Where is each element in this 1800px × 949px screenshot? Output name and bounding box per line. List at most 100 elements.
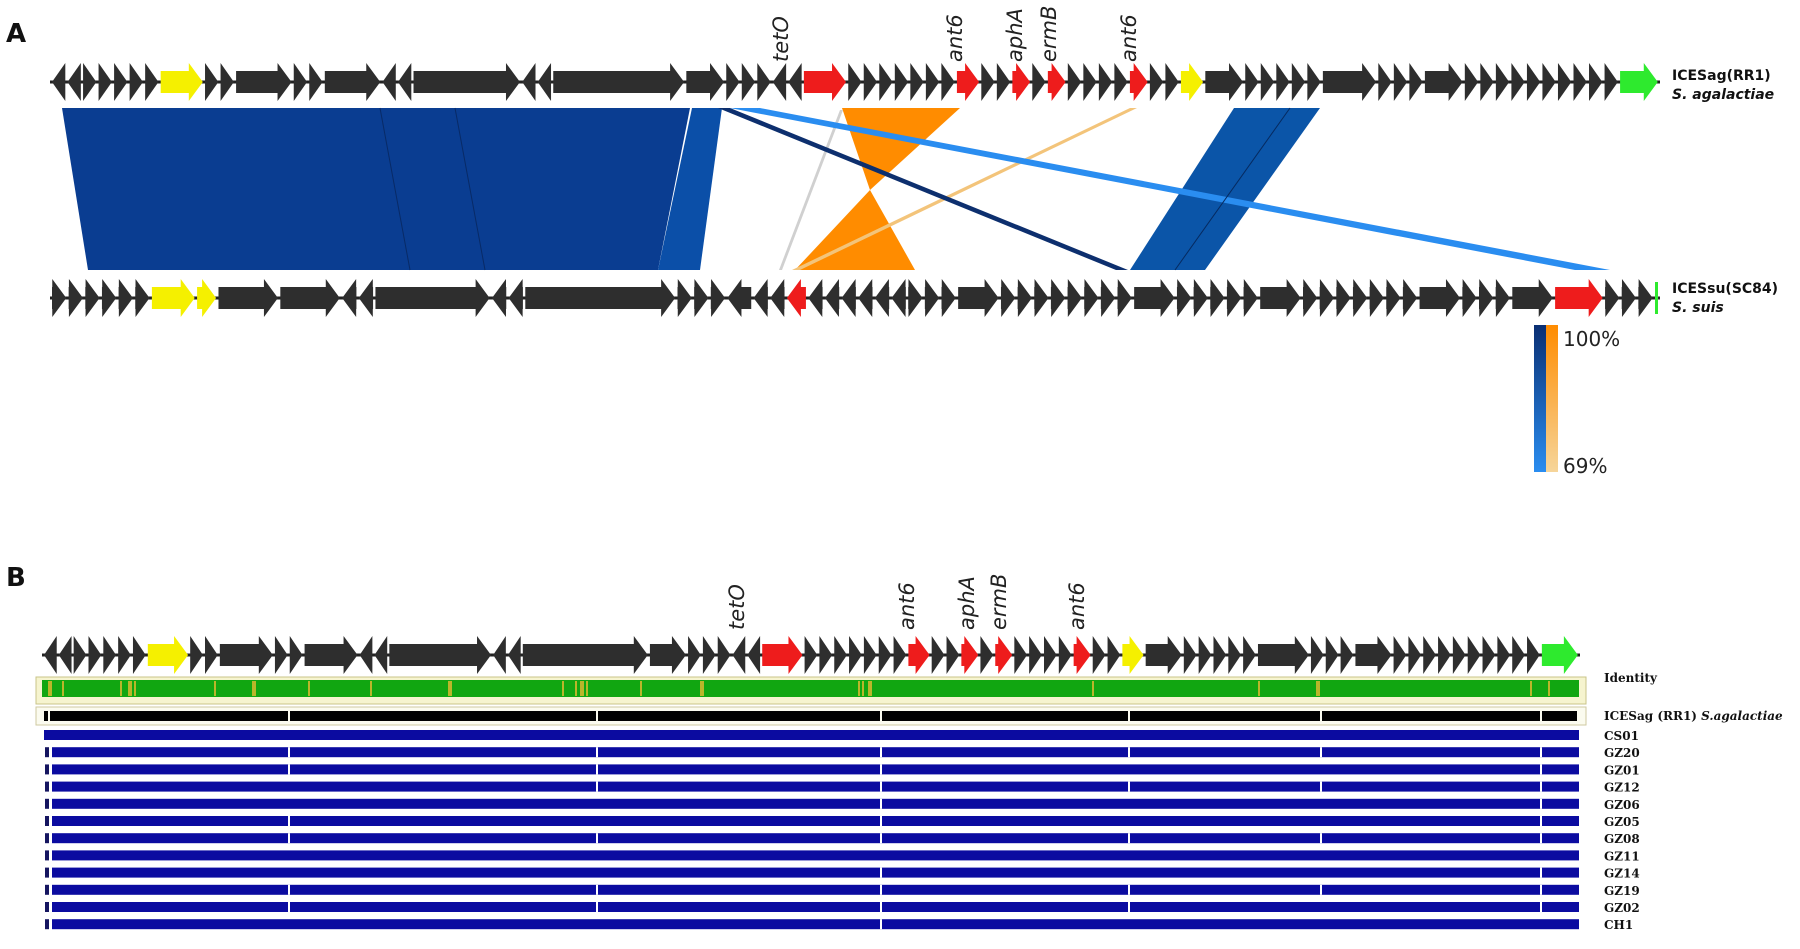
isolate-break: [1320, 747, 1322, 758]
identity-tick: [868, 681, 872, 696]
ref-gene-63: [1452, 636, 1466, 674]
ref-gene-0: [44, 636, 57, 674]
top-gene-11: [293, 63, 308, 101]
isolate-label: CH1: [1604, 918, 1633, 932]
identity-tick: [1548, 681, 1550, 696]
isolate-break: [1540, 867, 1542, 878]
band-inverted-thin: [792, 108, 1137, 270]
isolate-bar-start: [45, 747, 49, 758]
top-gene-9: [220, 63, 234, 101]
top-gene-45: [1149, 63, 1164, 101]
ref-gene-48: [1145, 636, 1182, 674]
bottom-gene-7: [197, 279, 217, 317]
identity-tick: [370, 681, 372, 696]
gene-label-ermb: ermB: [1037, 6, 1061, 62]
gene-label-ant6: ant6: [895, 582, 919, 630]
isolate-bar: [52, 867, 1579, 878]
top-gene-7: [160, 63, 203, 101]
bottom-gene-49: [1319, 279, 1334, 317]
bottom-gene-15: [525, 279, 676, 317]
bottom-gene-4: [118, 279, 133, 317]
top-gene-28: [863, 63, 878, 101]
bottom-gene-26: [858, 279, 873, 317]
bottom-gene-50: [1336, 279, 1351, 317]
identity-scale: 100% 69%: [1534, 325, 1620, 478]
bottom-gene-63: [1638, 279, 1653, 317]
bottom-gene-21: [770, 279, 785, 317]
bottom-gene-55: [1419, 279, 1460, 317]
ref-gene-17: [493, 636, 506, 674]
scale-max-label: 100%: [1563, 327, 1620, 351]
ref-gene-13: [304, 636, 358, 674]
bottom-gene-38: [1084, 279, 1099, 317]
ref-gene-60: [1408, 636, 1422, 674]
isolate-bar: [52, 919, 1579, 930]
isolate-break: [1540, 747, 1542, 758]
isolate-break: [1320, 781, 1322, 792]
identity-tick: [862, 681, 864, 696]
bottom-gene-61: [1605, 279, 1620, 317]
isolate-break: [1128, 884, 1130, 895]
bottom-gene-35: [1034, 279, 1049, 317]
isolate-break: [1128, 747, 1130, 758]
identity-tick: [62, 681, 64, 696]
gene-label-ant6-2: ant6: [1065, 582, 1089, 630]
top-gene-54: [1322, 63, 1377, 101]
isolate-break: [596, 902, 598, 912]
bottom-gene-62: [1621, 279, 1636, 317]
ref-gene-61: [1423, 636, 1436, 674]
ref-gene-32: [878, 636, 892, 674]
ref-gene-69: [1541, 636, 1578, 674]
top-gene-53: [1307, 63, 1321, 101]
top-gene-43: [1114, 63, 1128, 101]
isolate-break: [1540, 781, 1542, 792]
top-gene-67: [1589, 63, 1603, 101]
band-divider-3: [1174, 107, 1291, 271]
top-gene-62: [1511, 63, 1525, 101]
ref-gene-57: [1340, 636, 1354, 674]
track-reference-genes: tetO ant6 aphA ermB ant6: [42, 574, 1580, 674]
ref-gene-43: [1058, 636, 1072, 674]
identity-tick: [858, 681, 860, 696]
isolate-break: [1128, 902, 1130, 912]
isolate-break: [596, 884, 598, 895]
ref-gene-21: [688, 636, 701, 674]
ref-gene-11: [274, 636, 288, 674]
ref-gene-39: [995, 636, 1013, 674]
top-gene-63: [1526, 63, 1541, 101]
ref-gene-44: [1073, 636, 1091, 674]
isolate-row: CS01: [44, 729, 1639, 743]
bottom-gene-43: [1193, 279, 1208, 317]
identity-tick: [1316, 681, 1320, 696]
top-gene-22: [741, 63, 756, 101]
top-gene-57: [1409, 63, 1423, 101]
identity-strip-bar: [42, 680, 1579, 697]
track-icesag-rr1: tetO ant6 aphA ermB ant6 ICESag(RR1) S. …: [50, 6, 1774, 103]
gene-label-teto: tetO: [769, 16, 793, 62]
bottom-gene-11: [358, 279, 374, 317]
ref-gene-25: [747, 636, 761, 674]
isolate-break: [288, 764, 290, 775]
identity-tick: [448, 681, 452, 696]
top-gene-58: [1424, 63, 1463, 101]
isolate-break: [880, 764, 882, 775]
top-gene-23: [757, 63, 771, 101]
top-gene-34: [956, 63, 980, 101]
bottom-gene-59: [1512, 279, 1553, 317]
isolate-break: [880, 884, 882, 895]
bottom-gene-45: [1226, 279, 1242, 317]
top-gene-32: [925, 63, 940, 101]
ref-gene-55: [1310, 636, 1324, 674]
isolate-break: [1540, 833, 1542, 844]
ref-gene-52: [1228, 636, 1242, 674]
isolate-row: GZ12: [45, 781, 1640, 795]
isolate-bar: [52, 798, 1579, 809]
ref-gene-37: [961, 636, 979, 674]
ref-gene-26: [762, 636, 803, 674]
ref-gene-59: [1393, 636, 1407, 674]
ref-gene-23: [717, 636, 731, 674]
isolate-bar: [52, 781, 1579, 792]
bottom-gene-53: [1386, 279, 1401, 317]
bottom-gene-12: [375, 279, 490, 317]
ref-gene-49: [1183, 636, 1197, 674]
